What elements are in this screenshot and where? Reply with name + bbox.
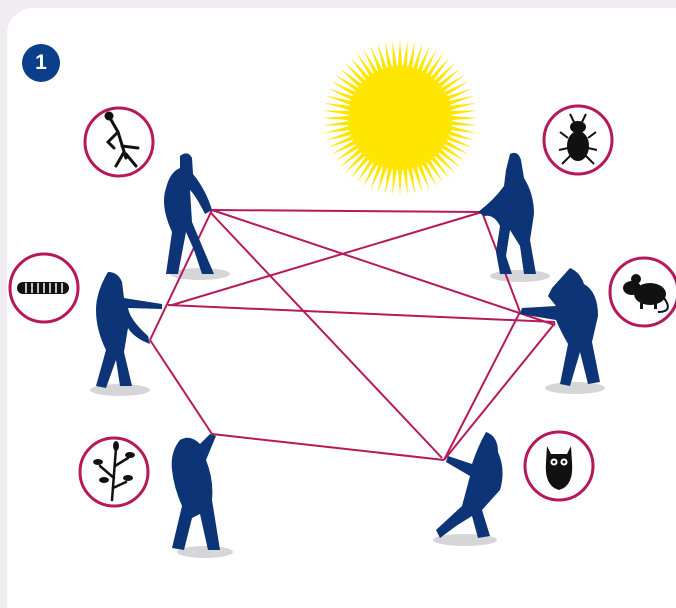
caterpillar-circle xyxy=(8,252,80,324)
person-bottom-right xyxy=(436,432,503,538)
sun-core xyxy=(348,66,452,170)
mouse-circle xyxy=(608,256,676,328)
rope xyxy=(443,311,521,461)
person-top-left xyxy=(164,153,214,274)
rope xyxy=(211,209,483,213)
rope xyxy=(211,433,445,461)
owl-circle xyxy=(523,430,595,502)
beetle-circle xyxy=(542,104,614,176)
rope xyxy=(211,209,556,326)
rope xyxy=(209,211,443,459)
mantis-icon xyxy=(104,111,140,168)
person-bottom-left xyxy=(171,434,220,550)
step-number-badge: 1 xyxy=(22,44,60,82)
mouse-icon xyxy=(623,274,669,313)
person-middle-left xyxy=(96,272,162,388)
plant-icon xyxy=(93,441,135,502)
plant-circle xyxy=(78,436,150,508)
rope xyxy=(167,304,556,323)
person-middle-right xyxy=(520,268,600,386)
rope-network xyxy=(149,209,556,461)
rope xyxy=(149,339,213,435)
rope xyxy=(443,322,556,461)
owl-icon xyxy=(545,446,573,490)
beetle-icon xyxy=(558,113,598,165)
person-top-right xyxy=(478,152,536,274)
rope xyxy=(171,211,483,306)
rope xyxy=(149,209,213,341)
mantis-circle xyxy=(83,106,155,178)
sun-icon xyxy=(322,40,478,196)
caterpillar-icon xyxy=(17,282,69,294)
